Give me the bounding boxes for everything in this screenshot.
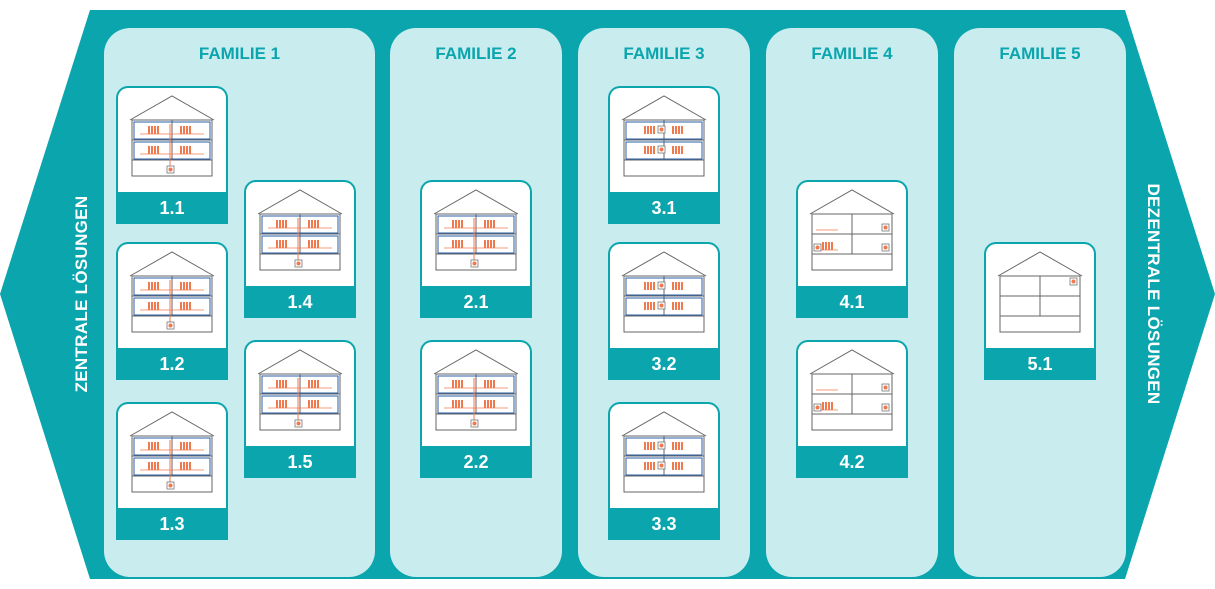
card-label: 4.1 — [796, 286, 908, 318]
card-label: 4.2 — [796, 446, 908, 478]
card-label: 3.3 — [608, 508, 720, 540]
house-diagram — [608, 242, 720, 348]
family-panel-3: FAMILIE 3 3.1 3.2 3.3 — [578, 28, 750, 577]
solution-card-1-5[interactable]: 1.5 — [244, 340, 356, 478]
card-label: 1.3 — [116, 508, 228, 540]
card-label: 2.1 — [420, 286, 532, 318]
solution-card-3-3[interactable]: 3.3 — [608, 402, 720, 540]
family-panel-1: FAMILIE 1 1.1 1.2 1.3 1.4 1.5 — [104, 28, 375, 577]
house-diagram — [116, 86, 228, 192]
house-diagram — [244, 340, 356, 446]
solution-card-1-3[interactable]: 1.3 — [116, 402, 228, 540]
card-label: 5.1 — [984, 348, 1096, 380]
solution-card-4-1[interactable]: 4.1 — [796, 180, 908, 318]
house-diagram — [420, 180, 532, 286]
solution-card-1-2[interactable]: 1.2 — [116, 242, 228, 380]
family-title: FAMILIE 2 — [435, 44, 517, 63]
card-label: 3.1 — [608, 192, 720, 224]
card-label: 1.4 — [244, 286, 356, 318]
house-diagram — [796, 340, 908, 446]
family-title: FAMILIE 3 — [623, 44, 705, 63]
solution-card-1-1[interactable]: 1.1 — [116, 86, 228, 224]
house-diagram — [984, 242, 1096, 348]
solution-card-3-2[interactable]: 3.2 — [608, 242, 720, 380]
solution-card-2-2[interactable]: 2.2 — [420, 340, 532, 478]
card-label: 1.2 — [116, 348, 228, 380]
right-side-label: DEZENTRALE LÖSUNGEN — [1144, 183, 1163, 405]
family-title: FAMILIE 5 — [999, 44, 1081, 63]
solution-card-2-1[interactable]: 2.1 — [420, 180, 532, 318]
house-diagram — [608, 86, 720, 192]
family-panel-5: FAMILIE 5 5.1 — [954, 28, 1126, 577]
left-side-label: ZENTRALE LÖSUNGEN — [72, 195, 91, 393]
house-diagram — [608, 402, 720, 508]
house-diagram — [116, 402, 228, 508]
solution-card-4-2[interactable]: 4.2 — [796, 340, 908, 478]
solution-card-1-4[interactable]: 1.4 — [244, 180, 356, 318]
solution-card-5-1[interactable]: 5.1 — [984, 242, 1096, 380]
solution-card-3-1[interactable]: 3.1 — [608, 86, 720, 224]
card-label: 1.5 — [244, 446, 356, 478]
family-panel-4: FAMILIE 4 4.1 4.2 — [766, 28, 938, 577]
house-diagram — [420, 340, 532, 446]
house-diagram — [796, 180, 908, 286]
house-diagram — [244, 180, 356, 286]
family-title: FAMILIE 4 — [811, 44, 893, 63]
family-panel-2: FAMILIE 2 2.1 2.2 — [390, 28, 562, 577]
card-label: 2.2 — [420, 446, 532, 478]
card-label: 1.1 — [116, 192, 228, 224]
family-title: FAMILIE 1 — [198, 44, 281, 63]
house-diagram — [116, 242, 228, 348]
card-label: 3.2 — [608, 348, 720, 380]
